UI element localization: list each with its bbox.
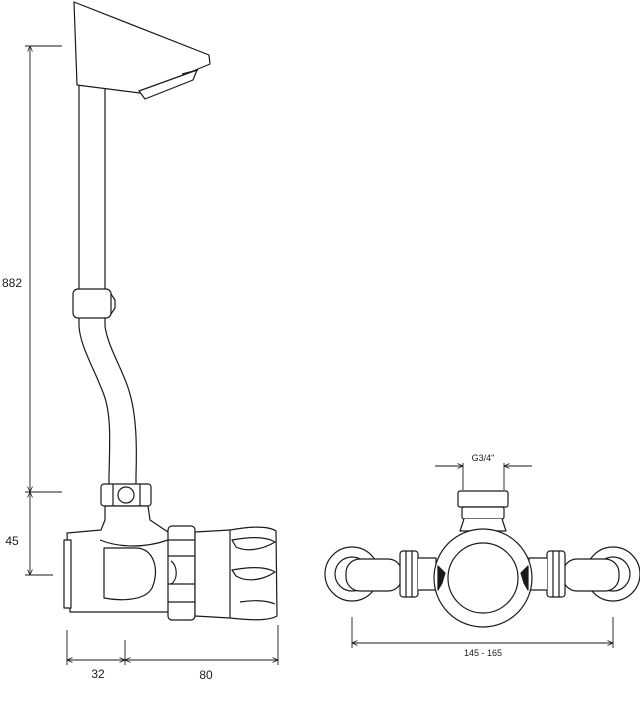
top-outlet xyxy=(457,490,509,532)
front-view-dimensions xyxy=(352,463,613,648)
side-view-dimensions xyxy=(25,46,278,665)
dimension-overall-height: 882 xyxy=(2,276,22,290)
dimension-thread-size: G3/4" xyxy=(472,453,495,463)
dimension-depth-rear: 80 xyxy=(199,668,213,682)
left-inlet xyxy=(324,546,437,602)
dimension-centres-range: 145 - 165 xyxy=(464,648,502,658)
pipe-clamp xyxy=(72,288,112,319)
dimension-depth-front: 32 xyxy=(91,667,105,681)
hex-nut xyxy=(100,483,152,507)
valve-body xyxy=(63,505,171,613)
riser-pipe xyxy=(78,86,137,484)
shower-head xyxy=(73,1,211,100)
front-view xyxy=(324,490,640,628)
dimension-valve-height: 45 xyxy=(5,534,19,548)
side-view xyxy=(63,1,278,621)
right-inlet xyxy=(528,546,640,602)
valve-body-front xyxy=(433,528,533,628)
union-nut xyxy=(167,525,196,621)
control-knob xyxy=(194,526,278,621)
